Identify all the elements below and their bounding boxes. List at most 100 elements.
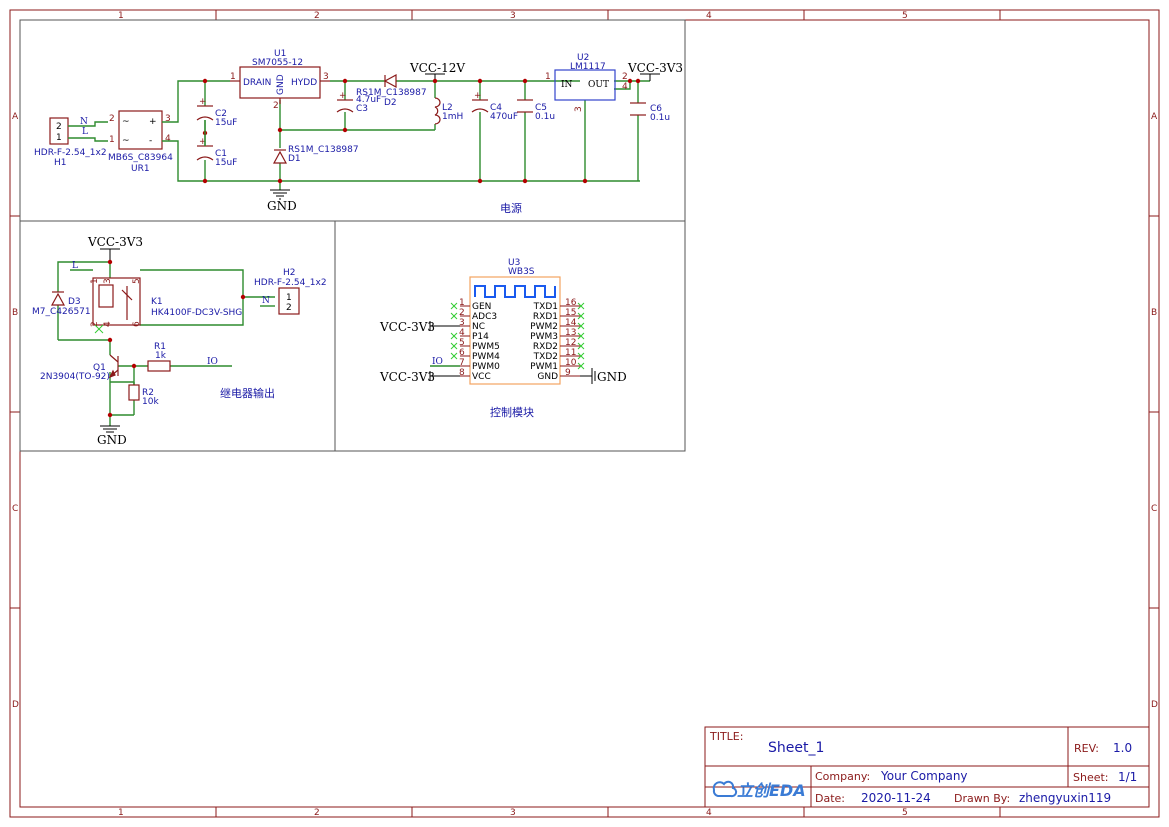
c6-value: 0.1u (650, 113, 670, 123)
u3-right-pin-num: 14 (565, 318, 577, 328)
u3-left-pin-num: 6 (459, 348, 465, 358)
u3-left-pin-name: GEN (472, 302, 491, 312)
svg-text:4: 4 (103, 321, 113, 327)
u3-right-pin-name: GND (537, 372, 558, 382)
u3-right-pin-num: 16 (565, 298, 577, 308)
u3-nc-mark (450, 302, 458, 310)
net-gnd-control: GND (597, 370, 627, 384)
zone-col-3-bottom: 3 (510, 808, 516, 818)
zone-row-d-right: D (1151, 700, 1158, 710)
h1-connector: 2 1 (49, 117, 69, 145)
u1-drain: DRAIN (243, 78, 271, 88)
u3-right-pin-num: 15 (565, 308, 576, 318)
u3-right-pin-name: RXD1 (533, 312, 558, 322)
c2-capacitor (196, 105, 214, 121)
q1-transistor (108, 354, 119, 379)
c2-value: 15uF (215, 118, 237, 128)
svg-text:6: 6 (132, 321, 142, 327)
c2-ref: C2 (215, 109, 227, 119)
svg-text:4: 4 (165, 134, 171, 144)
svg-text:+: + (199, 137, 207, 147)
u3-right-pin-num: 9 (565, 368, 571, 378)
gnd-symbol-power (270, 189, 290, 200)
d3-ref: D3 (68, 297, 81, 307)
u3-nc-mark (577, 332, 585, 340)
u3-right-pin-name: PWM3 (530, 332, 558, 342)
tb-drawn: zhengyuxin119 (1019, 791, 1111, 805)
net-vcc12: VCC-12V (409, 61, 465, 75)
tb-rev: 1.0 (1113, 741, 1132, 755)
zone-col-4: 4 (706, 11, 712, 21)
d1-part: RS1M_C138987 (288, 145, 359, 155)
h1-part: HDR-F-2.54_1x2 (34, 148, 107, 158)
u3-nc-mark (577, 362, 585, 370)
u3-nc-mark (577, 312, 585, 320)
svg-text:+: + (339, 91, 347, 101)
block-title-power: 电源 (500, 201, 522, 215)
tb-company: Your Company (880, 769, 968, 783)
u2-pin1: 1 (545, 72, 551, 82)
c1-value: 15uF (215, 158, 237, 168)
zone-row-a-right: A (1151, 112, 1158, 122)
tb-rev-label: REV: (1074, 742, 1099, 755)
svg-text:-: - (149, 136, 152, 146)
d2-diode (383, 73, 397, 89)
u3-part: WB3S (508, 267, 535, 277)
u3-right-pin-num: 13 (565, 328, 576, 338)
c5-value: 0.1u (535, 112, 555, 122)
zone-col-4-bottom: 4 (706, 808, 712, 818)
u3-nc-mark (450, 312, 458, 320)
u3-left-pin-num: 2 (459, 308, 465, 318)
tb-sheet-label: Sheet: (1073, 771, 1109, 784)
net-l-relay: L (72, 261, 78, 271)
u3-right-pin-name: PWM1 (530, 362, 558, 372)
net-gnd-relay: GND (97, 433, 127, 447)
u1-pin3: 3 (323, 72, 329, 82)
k1-part: HK4100F-DC3V-SHG (151, 308, 242, 318)
svg-text:~: ~ (122, 117, 130, 127)
svg-text:1: 1 (56, 133, 62, 143)
block-title-control: 控制模块 (490, 405, 534, 419)
net-gnd-power: GND (267, 199, 297, 213)
l2-inductor (434, 97, 441, 125)
u1-gnd: GND (276, 74, 286, 95)
h1-ref: H1 (54, 158, 67, 168)
q1-ref: Q1 (93, 363, 106, 373)
zone-row-c: C (12, 504, 18, 514)
zone-col-3: 3 (510, 11, 516, 21)
u3-antenna (474, 285, 556, 298)
net-vcc3v3-nc: VCC-3V3 (379, 320, 435, 334)
c1-ref: C1 (215, 149, 227, 159)
svg-text:+: + (149, 117, 157, 127)
u3-nc-mark (450, 352, 458, 360)
title-block (704, 726, 1150, 808)
svg-text:+: + (199, 97, 207, 107)
l2-ref: L2 (442, 103, 453, 113)
d2-ref: D2 (384, 98, 397, 108)
block-frames (19, 19, 686, 452)
r2-ref: R2 (142, 388, 154, 398)
zone-row-b: B (12, 308, 18, 318)
net-l-h1: L (82, 127, 88, 137)
u3-left-pin-num: 1 (459, 298, 465, 308)
zone-col-1-bottom: 1 (118, 808, 124, 818)
net-vcc3v3-vcc: VCC-3V3 (379, 370, 435, 384)
svg-text:1: 1 (109, 135, 115, 145)
tb-company-label: Company: (815, 770, 870, 783)
h2-ref: H2 (283, 268, 296, 278)
u1-pin1: 1 (230, 72, 236, 82)
c4-value: 470uF (490, 112, 518, 122)
u3-right-pin-name: RXD2 (533, 342, 558, 352)
svg-text:5: 5 (132, 278, 142, 284)
net-vcc3v3-relay: VCC-3V3 (87, 235, 143, 249)
d2-part: RS1M_C138987 (356, 88, 427, 98)
net-io-control: IO (432, 357, 443, 367)
q1-part: 2N3904(TO-92) (40, 372, 110, 382)
u2-part: LM1117 (570, 62, 606, 72)
net-n-relay: N (262, 296, 270, 306)
relay-wires (57, 261, 275, 426)
k1-relay (92, 277, 141, 326)
net-n-h1: N (80, 117, 88, 127)
